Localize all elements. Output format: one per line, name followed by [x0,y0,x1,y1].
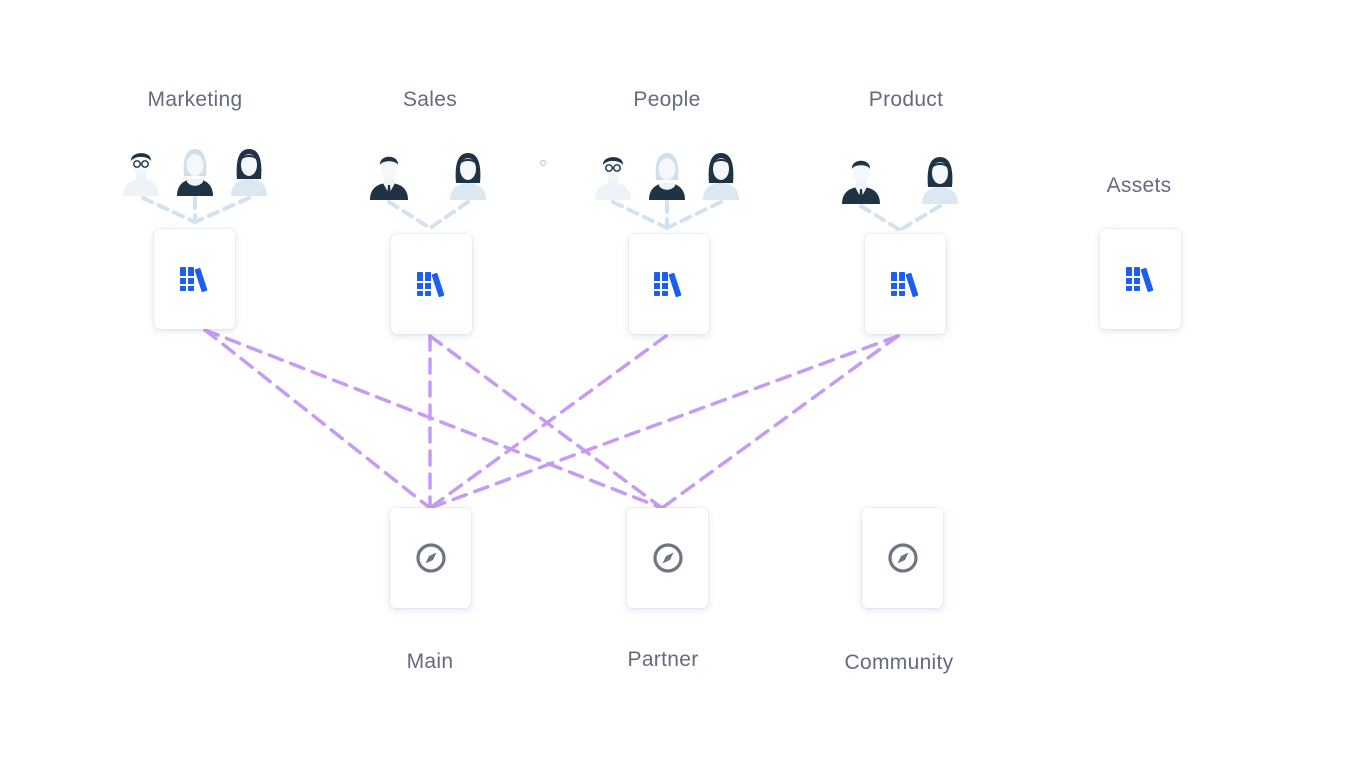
member-link-sales-1 [428,200,470,230]
member-link-people-0 [611,200,669,230]
compass-icon [652,543,683,573]
stray-dot [540,160,546,166]
link-people-to-main [428,334,668,510]
collection-card-community[interactable] [862,508,943,608]
library-books-icon [1123,267,1153,293]
avatar-woman-dark-icon [231,149,267,196]
collection-label-community: Community [844,651,954,674]
avatar-woman-light-icon [649,153,685,200]
links-layer [203,328,900,510]
avatar-man-glasses-icon [123,153,159,196]
avatar-man-glasses-icon [595,157,631,200]
avatar-woman-light-icon [177,149,213,196]
library-books-icon [177,267,207,293]
library-books-icon [888,272,918,298]
member-link-people-2 [665,200,723,230]
collection-label-partner: Partner [627,648,699,671]
member-link-product-0 [859,204,902,232]
avatar-man-suit-icon [842,160,880,204]
avatar-woman-dark-icon [703,153,739,200]
collection-card-main[interactable] [390,508,471,608]
collection-label-main: Main [406,650,454,673]
library-books-icon [414,272,444,298]
library-books-icon [652,272,682,298]
compass-icon [887,543,918,573]
member-link-marketing-0 [141,196,197,224]
assets-label: Assets [1106,174,1172,197]
member-link-marketing-2 [193,196,251,224]
library-card-sales[interactable] [391,234,472,334]
avatar-woman-dark-icon [450,153,486,200]
link-marketing-to-main [203,328,432,510]
member-link-product-1 [898,204,942,232]
avatar-woman-dark-icon [922,157,958,204]
library-card-marketing[interactable] [154,229,235,329]
team-label-people: People [633,88,701,111]
avatar-man-suit-icon [370,156,408,200]
team-links-layer [141,196,942,232]
team-label-sales: Sales [402,88,458,111]
library-card-people[interactable] [629,234,709,334]
link-product-to-partner [660,334,900,510]
link-marketing-to-partner [203,328,664,510]
library-card-product[interactable] [865,234,946,334]
library-card-assets[interactable] [1100,229,1181,329]
link-product-to-main [428,334,900,510]
compass-icon [415,543,446,573]
member-link-sales-0 [387,200,432,230]
team-label-marketing: Marketing [147,88,243,111]
collection-card-partner[interactable] [627,508,708,608]
team-label-product: Product [868,88,944,111]
